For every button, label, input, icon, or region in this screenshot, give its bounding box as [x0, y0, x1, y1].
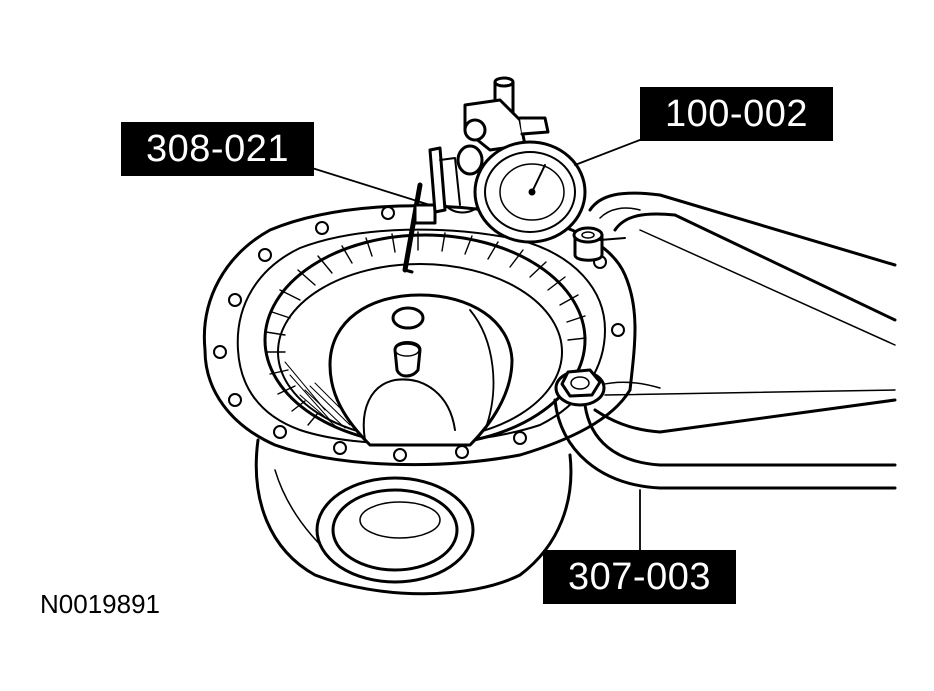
dial-indicator [473, 140, 587, 244]
fixture-bolt [554, 368, 606, 407]
holding-fixture-lower [553, 381, 897, 490]
callout-308-021: 308-021 [121, 122, 314, 176]
callout-307-003: 307-003 [543, 550, 736, 604]
differential-case [328, 293, 514, 447]
gasket-ring [236, 228, 606, 445]
differential-case-edge [469, 309, 495, 431]
differential-case-window [362, 378, 456, 441]
callout-100-002: 100-002 [640, 87, 833, 141]
ring-gear-teeth [265, 231, 587, 426]
axle-tube-bore [359, 501, 441, 539]
holding-fixture-upper [588, 191, 897, 346]
figure-id: N0019891 [40, 589, 160, 619]
pivot-post [572, 226, 604, 262]
clamp-assembly [456, 76, 550, 176]
leader-308-021 [311, 167, 431, 206]
dial-indicator-bracket [402, 146, 481, 274]
case-bolts [391, 306, 425, 378]
axle-tube-outer [315, 476, 475, 584]
axle-tube-inner [331, 488, 459, 572]
leader-100-002 [574, 137, 646, 166]
